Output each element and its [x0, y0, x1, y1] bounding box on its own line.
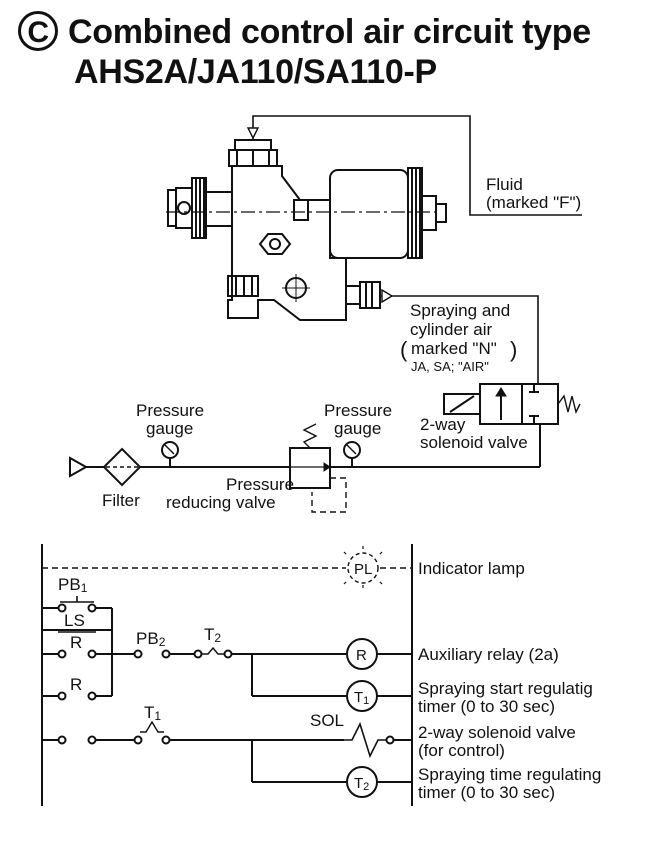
solenoid-ctrl-label-2: (for control): [418, 741, 505, 760]
r-contact-label-2: R: [70, 675, 82, 694]
reducing-valve-label-1: Pressure: [226, 475, 294, 494]
coil-r-label: R: [356, 647, 367, 664]
solenoid-label-2: solenoid valve: [420, 433, 528, 452]
fluid-label-1: Fluid: [486, 175, 523, 194]
spray-air-label-3: marked "N": [411, 339, 497, 358]
spray-gun-drawing: [166, 115, 582, 384]
spray-air-label-1: Spraying and: [410, 301, 510, 320]
spray-start-label-2: timer (0 to 30 sec): [418, 697, 555, 716]
solenoid-coil-sol: [344, 721, 386, 759]
title-text-1: Combined control air circuit type: [68, 13, 591, 51]
spray-air-label-2: cylinder air: [410, 320, 493, 339]
title-line-2: AHS2A/JA110/SA110-P: [74, 53, 437, 92]
indicator-lamp-symbol: [347, 552, 379, 584]
indicator-lamp-label: Indicator lamp: [418, 559, 525, 578]
solenoid-ctrl-label-1: 2-way solenoid valve: [418, 723, 576, 742]
section-badge: C: [18, 11, 58, 52]
paren-close: ): [510, 337, 517, 362]
spray-start-label-1: Spraying start regulatig: [418, 679, 593, 698]
paren-open: (: [400, 337, 408, 362]
ladder-diagram: [41, 544, 413, 806]
pressure-reducing-valve: [289, 447, 331, 489]
two-way-solenoid-valve: [443, 383, 581, 425]
gauge-left-label-2: gauge: [146, 419, 193, 438]
ls-label: LS: [64, 611, 85, 630]
spray-air-label-4: JA, SA; "AIR": [411, 359, 489, 374]
aux-relay-label: Auxiliary relay (2a): [418, 645, 559, 664]
gauge-left-label-1: Pressure: [136, 401, 204, 420]
coil-t1-label: T1: [354, 689, 369, 707]
t1-contact-label: T1: [144, 703, 161, 723]
r-contact-label-1: R: [70, 633, 82, 652]
gauge-right-label-2: gauge: [334, 419, 381, 438]
solenoid-label-1: 2-way: [420, 415, 466, 434]
coil-t2-label: T2: [354, 775, 369, 793]
filter-label: Filter: [102, 491, 140, 510]
pb2-label: PB2: [136, 629, 166, 649]
spray-time-label-1: Spraying time regulating: [418, 765, 601, 784]
title-line-1: C Combined control air circuit type: [18, 11, 591, 54]
sol-label: SOL: [310, 711, 344, 730]
spray-time-label-2: timer (0 to 30 sec): [418, 783, 555, 802]
air-supply-circuit: [69, 383, 581, 513]
gauge-right-label-1: Pressure: [324, 401, 392, 420]
page-title: C Combined control air circuit type AHS2A…: [18, 11, 591, 92]
pb1-label: PB1: [58, 575, 88, 595]
t2-contact-label: T2: [204, 625, 221, 645]
reducing-valve-label-2: reducing valve: [166, 493, 276, 512]
fluid-label-2: (marked "F"): [486, 193, 581, 212]
pl-label: PL: [354, 561, 372, 578]
